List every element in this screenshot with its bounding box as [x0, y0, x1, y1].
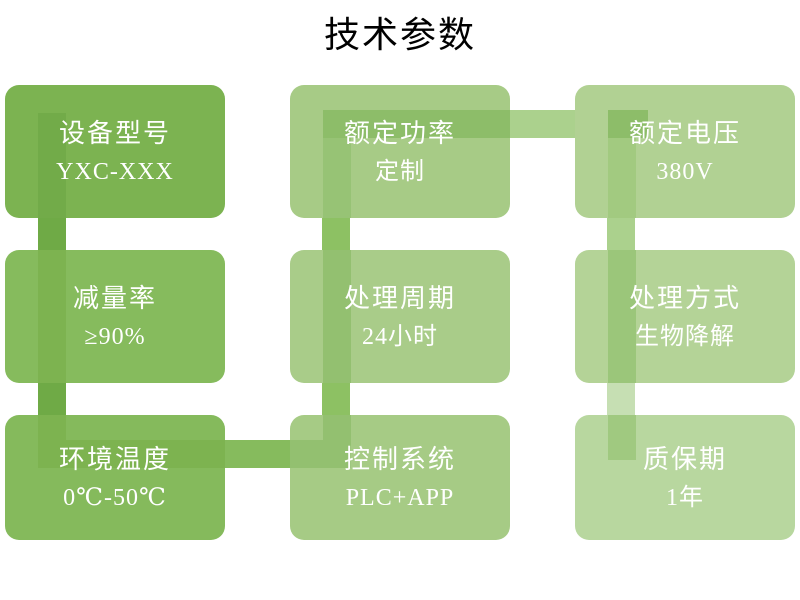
card-title: 质保期 [642, 444, 727, 474]
card-value: 0℃-50℃ [63, 484, 167, 511]
parameter-card-reduction-rate[interactable]: 减量率 ≥90% [5, 250, 225, 383]
card-content: 减量率 ≥90% [5, 250, 225, 383]
card-value: PLC+APP [345, 484, 455, 511]
card-value: ≥90% [84, 323, 146, 350]
card-value: YXC-XXX [56, 158, 174, 185]
card-title: 处理周期 [343, 283, 456, 313]
parameter-card-treatment-cycle[interactable]: 处理周期 24小时 [290, 250, 510, 383]
parameter-card-treatment-method[interactable]: 处理方式 生物降解 [575, 250, 795, 383]
card-value: 定制 [375, 158, 425, 185]
card-title: 设备型号 [58, 118, 171, 148]
card-content: 控制系统 PLC+APP [290, 415, 510, 540]
card-content: 设备型号 YXC-XXX [5, 85, 225, 218]
parameter-card-warranty-period[interactable]: 质保期 1年 [575, 415, 795, 540]
card-value: 24小时 [362, 323, 438, 350]
page-title: 技术参数 [323, 15, 476, 55]
card-content: 处理周期 24小时 [290, 250, 510, 383]
card-title: 环境温度 [58, 444, 171, 474]
card-value: 生物降解 [635, 323, 735, 350]
card-value: 1年 [666, 484, 704, 511]
parameter-card-device-model[interactable]: 设备型号 YXC-XXX [5, 85, 225, 218]
card-value: 380V [656, 158, 714, 185]
card-content: 环境温度 0℃-50℃ [5, 415, 225, 540]
card-content: 处理方式 生物降解 [575, 250, 795, 383]
card-content: 额定电压 380V [575, 85, 795, 218]
card-title: 额定功率 [343, 118, 456, 148]
parameter-card-rated-voltage[interactable]: 额定电压 380V [575, 85, 795, 218]
card-content: 质保期 1年 [575, 415, 795, 540]
parameter-card-rated-power[interactable]: 额定功率 定制 [290, 85, 510, 218]
parameter-card-ambient-temperature[interactable]: 环境温度 0℃-50℃ [5, 415, 225, 540]
card-title: 额定电压 [628, 118, 741, 148]
card-title: 减量率 [72, 283, 157, 313]
parameter-card-control-system[interactable]: 控制系统 PLC+APP [290, 415, 510, 540]
card-title: 控制系统 [343, 444, 456, 474]
card-title: 处理方式 [628, 283, 741, 313]
card-content: 额定功率 定制 [290, 85, 510, 218]
